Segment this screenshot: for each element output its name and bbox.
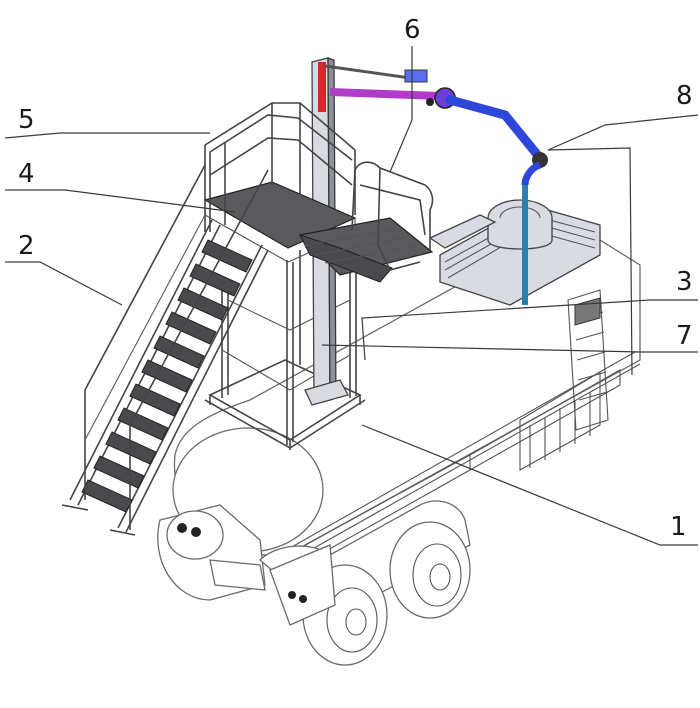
callout-5: 5 <box>18 105 35 135</box>
leader-1 <box>361 424 698 546</box>
leader-8b <box>547 147 633 376</box>
wheel-assembly <box>157 500 471 666</box>
callout-1: 1 <box>670 512 687 542</box>
callout-2: 2 <box>18 231 35 261</box>
callout-numbers: 5 4 2 6 8 3 7 1 <box>18 15 693 542</box>
callout-3: 3 <box>676 267 693 297</box>
manhole-dome <box>428 199 601 306</box>
leader-5 <box>4 132 210 139</box>
gangway <box>298 161 434 283</box>
callout-6: 6 <box>404 15 421 45</box>
leader-6 <box>389 46 413 173</box>
leader-4 <box>5 189 236 213</box>
loading-arm <box>318 62 548 305</box>
wheel-2 <box>389 521 471 619</box>
arm-boom <box>329 88 441 100</box>
callout-7: 7 <box>676 321 693 351</box>
callout-4: 4 <box>18 159 35 189</box>
arm-upper-strut <box>324 64 411 80</box>
callout-8: 8 <box>676 81 693 111</box>
tank-trailer <box>172 236 641 561</box>
staircase <box>61 164 269 536</box>
stair-treads <box>81 239 253 513</box>
leader-3 <box>361 299 698 361</box>
leader-8 <box>547 114 699 151</box>
leader-lines <box>4 46 699 546</box>
main-column <box>304 57 349 406</box>
arm-outer-boom <box>445 95 545 163</box>
leader-7 <box>321 344 698 353</box>
leader-2 <box>5 261 123 306</box>
